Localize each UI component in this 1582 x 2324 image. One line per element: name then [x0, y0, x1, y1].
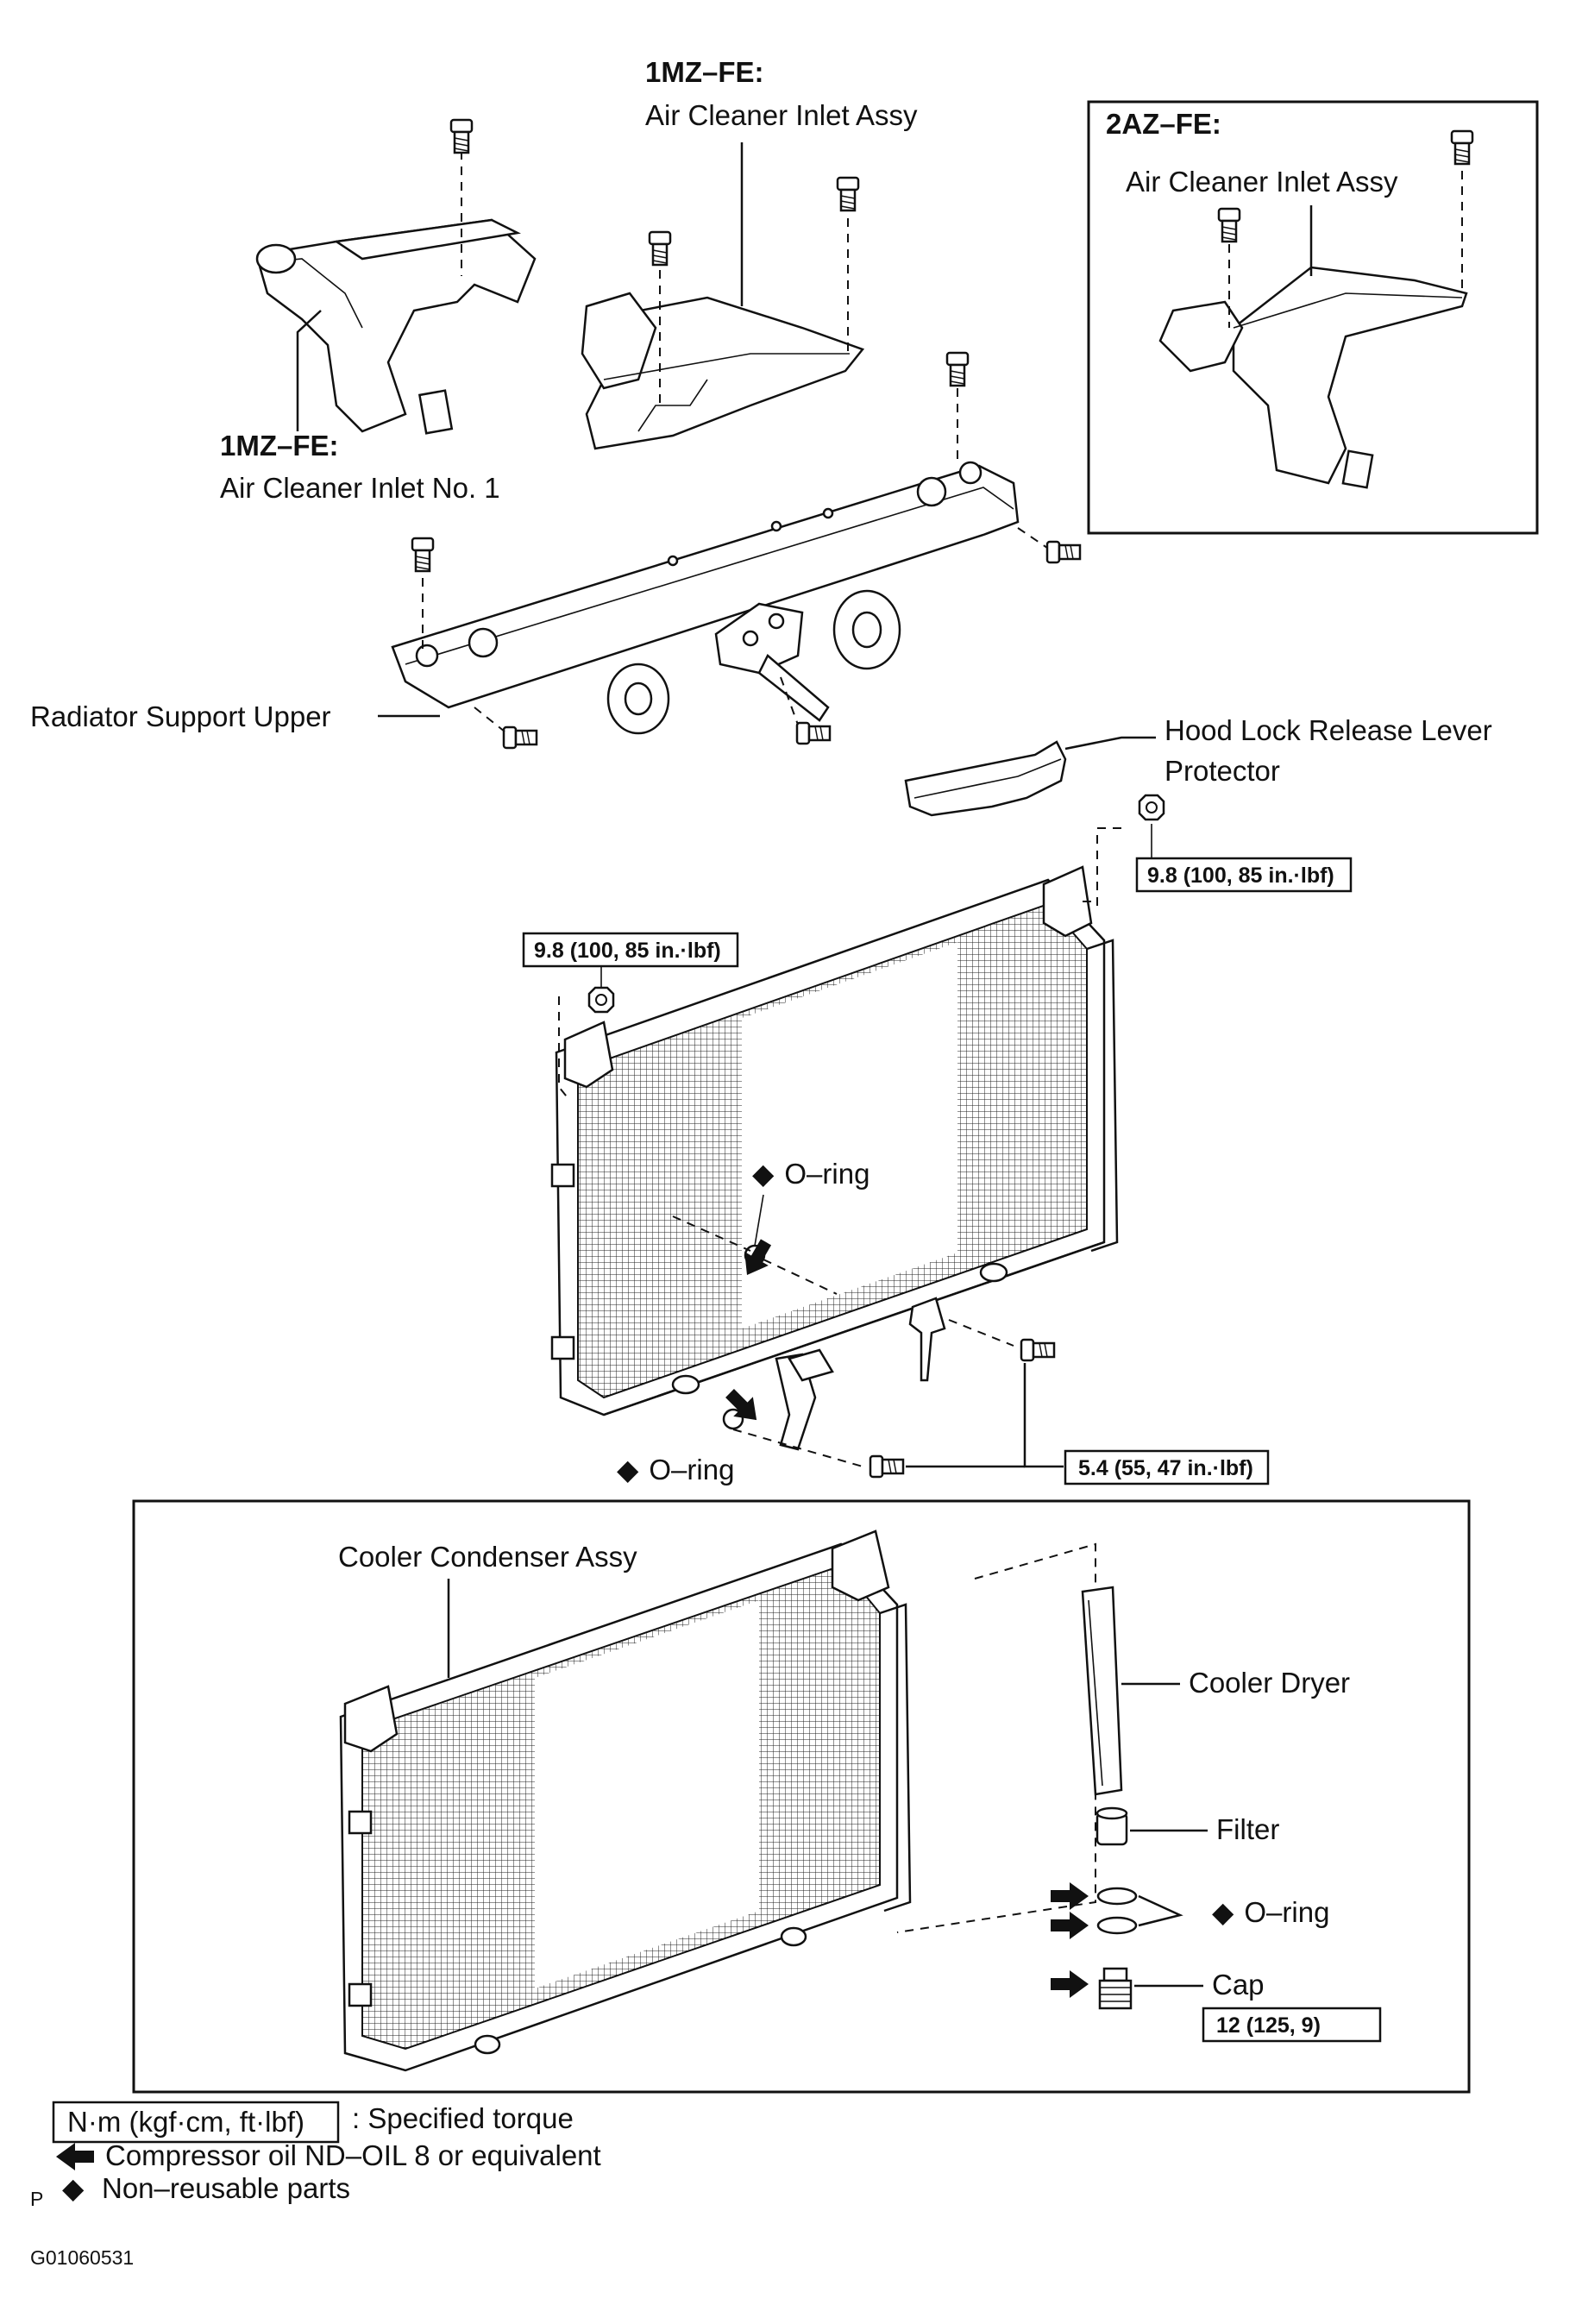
- oil-arrow-icon: [1051, 1912, 1089, 1939]
- hood-lock-label-line1: Hood Lock Release Lever: [1165, 714, 1492, 746]
- hood-lock-leader: [1064, 736, 1156, 751]
- legend-torque-box: [52, 2101, 340, 2144]
- diamond-icon: ◆: [752, 1158, 775, 1190]
- diamond-icon: ◆: [617, 1454, 639, 1485]
- torque-box-condenser-left: [522, 932, 739, 968]
- torque-box-cap: [1202, 2007, 1382, 2043]
- inset-2azfe: [1087, 100, 1539, 535]
- oring-lower-label: ◆ O–ring: [617, 1454, 734, 1485]
- inlet-no1-name-label: Air Cleaner Inlet No. 1: [220, 472, 500, 504]
- dryer-oring-text: O–ring: [1244, 1896, 1329, 1928]
- torque-condenser-left-nut: 9.8 (100, 85 in.·lbf): [534, 939, 721, 963]
- hood-lock-protector: [904, 740, 1067, 817]
- oil-arrow-icon: [1051, 1970, 1089, 1998]
- inlet-assy-name-label: Air Cleaner Inlet Assy: [645, 99, 918, 131]
- oring-upper-text: O–ring: [784, 1158, 869, 1190]
- figure-id: G01060531: [30, 2246, 134, 2269]
- hood-lock-label-line2: Protector: [1165, 755, 1280, 787]
- dryer-label: Cooler Dryer: [1189, 1667, 1350, 1699]
- oil-arrow-icon: [1051, 1882, 1089, 1910]
- torque-pipe-bolts: 5.4 (55, 47 in.·lbf): [1078, 1456, 1253, 1480]
- inset-engine-label: 2AZ–FE:: [1106, 108, 1221, 140]
- torque-box-protector: [1135, 857, 1353, 893]
- condenser-assy-box: [132, 1499, 1471, 2094]
- filter-part: [1095, 1806, 1128, 1846]
- legend: N·m (kgf·cm, ft·lbf) : Specified torque …: [30, 2101, 601, 2210]
- oring-upper-label: ◆ O–ring: [752, 1158, 869, 1190]
- diamond-icon: ◆: [1212, 1896, 1234, 1928]
- pipe-bolts-leader: [1023, 1363, 1064, 1468]
- air-cleaner-inlet-assy: [581, 176, 865, 450]
- legend-nonreusable-desc: Non–reusable parts: [102, 2172, 350, 2204]
- radiator-support-upper: [391, 351, 1082, 750]
- inlet-no1-engine-label: 1MZ–FE:: [220, 430, 339, 462]
- legend-nonreusable-prefix: P: [30, 2188, 43, 2210]
- inlet-no1-leader: [296, 310, 322, 431]
- legend-diamond-icon: ◆: [62, 2172, 85, 2204]
- legend-oil-desc: Compressor oil ND–OIL 8 or equivalent: [105, 2139, 601, 2171]
- air-cleaner-inlet-no1: [255, 118, 537, 435]
- inlet-assy-engine-label: 1MZ–FE:: [645, 56, 764, 88]
- oring-lower-text: O–ring: [649, 1454, 734, 1485]
- legend-torque-box-text: N·m (kgf·cm, ft·lbf): [67, 2106, 304, 2138]
- condenser-label: Cooler Condenser Assy: [338, 1541, 637, 1573]
- condenser-installed: [550, 865, 1119, 1479]
- cap-part: [1098, 1967, 1133, 2010]
- cooler-condenser-assy: [339, 1529, 1096, 2072]
- cooler-dryer: [1081, 1586, 1123, 1796]
- dryer-oring-2: [1096, 1916, 1138, 1935]
- radiator-support-label: Radiator Support Upper: [30, 700, 331, 732]
- inset-inlet-name-label: Air Cleaner Inlet Assy: [1126, 166, 1398, 198]
- filter-label: Filter: [1216, 1813, 1279, 1845]
- torque-cap: 12 (125, 9): [1216, 2013, 1321, 2038]
- dryer-oring-1: [1096, 1887, 1138, 1906]
- legend-torque-desc: : Specified torque: [352, 2102, 574, 2134]
- torque-protector-nut: 9.8 (100, 85 in.·lbf): [1147, 864, 1334, 888]
- oil-arrow-icon: [56, 2143, 94, 2170]
- cap-label: Cap: [1212, 1969, 1265, 2001]
- torque-box-pipe-bolts: [1064, 1449, 1270, 1485]
- dryer-oring-label: ◆ O–ring: [1212, 1896, 1329, 1928]
